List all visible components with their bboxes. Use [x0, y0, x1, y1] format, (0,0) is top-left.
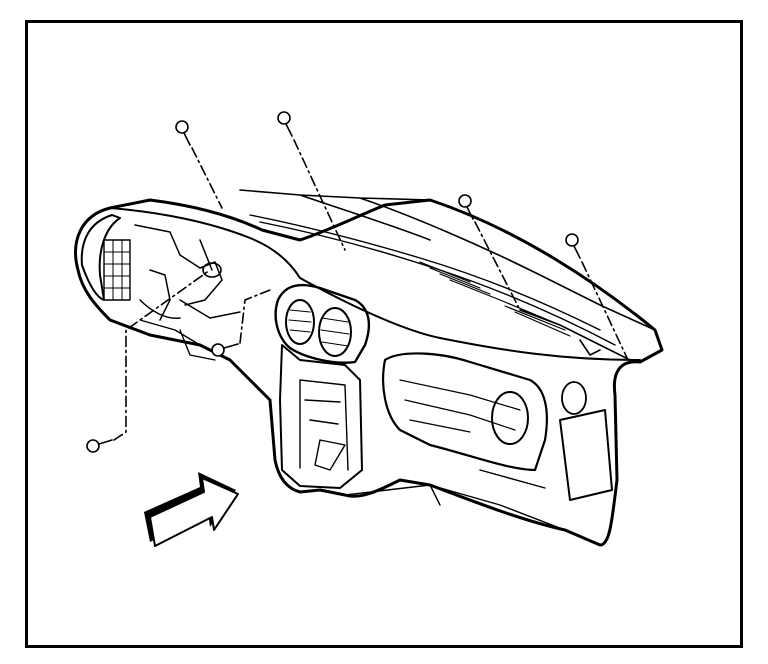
vent-louvres — [288, 309, 350, 347]
panel-top-rear-edge — [239, 189, 656, 331]
alignment-lines — [113, 139, 629, 441]
right-end-trim — [559, 409, 613, 501]
right-end-vent — [561, 381, 587, 415]
center-stack-housing — [279, 344, 363, 489]
align-line-top-left — [191, 147, 223, 209]
fasteners — [86, 111, 581, 453]
glovebox-opening — [382, 352, 548, 472]
bolt-lower-left — [86, 439, 113, 453]
right-top-mount — [519, 309, 631, 361]
arrow-body — [149, 477, 239, 547]
left-side-grille — [103, 239, 131, 301]
lower-knee-bolster — [344, 469, 566, 531]
instrument-panel-carrier — [74, 189, 664, 547]
align-line-top-right-2 — [581, 261, 629, 361]
panel-outer-outline — [74, 198, 664, 547]
panel-top-crest — [109, 207, 641, 361]
left-support-brackets — [134, 224, 241, 321]
align-line-top-center — [293, 139, 346, 251]
defrost-vents — [419, 261, 571, 337]
left-lower-bracket — [139, 319, 216, 361]
bolt-top-right-2 — [565, 233, 581, 259]
glovebox-inner-detail — [399, 379, 521, 433]
front-of-vehicle-arrow — [144, 472, 239, 547]
cluster-bezel — [274, 284, 371, 364]
bolt-top-left — [175, 120, 191, 146]
align-line-mid-left — [239, 289, 271, 344]
left-end-cap — [80, 214, 121, 301]
center-stack-inner — [299, 379, 349, 471]
right-center-vent — [318, 307, 352, 357]
bolt-mid-left — [211, 343, 239, 357]
align-line-top-right-1 — [474, 221, 521, 311]
left-center-vent — [285, 299, 315, 345]
left-mount-boss — [202, 262, 222, 278]
bolt-top-right-1 — [458, 194, 474, 220]
bolt-top-center — [277, 111, 293, 137]
align-line-lower-left — [113, 269, 211, 441]
right-dash-vent — [491, 391, 529, 445]
left-side-grille-slats — [103, 239, 131, 301]
